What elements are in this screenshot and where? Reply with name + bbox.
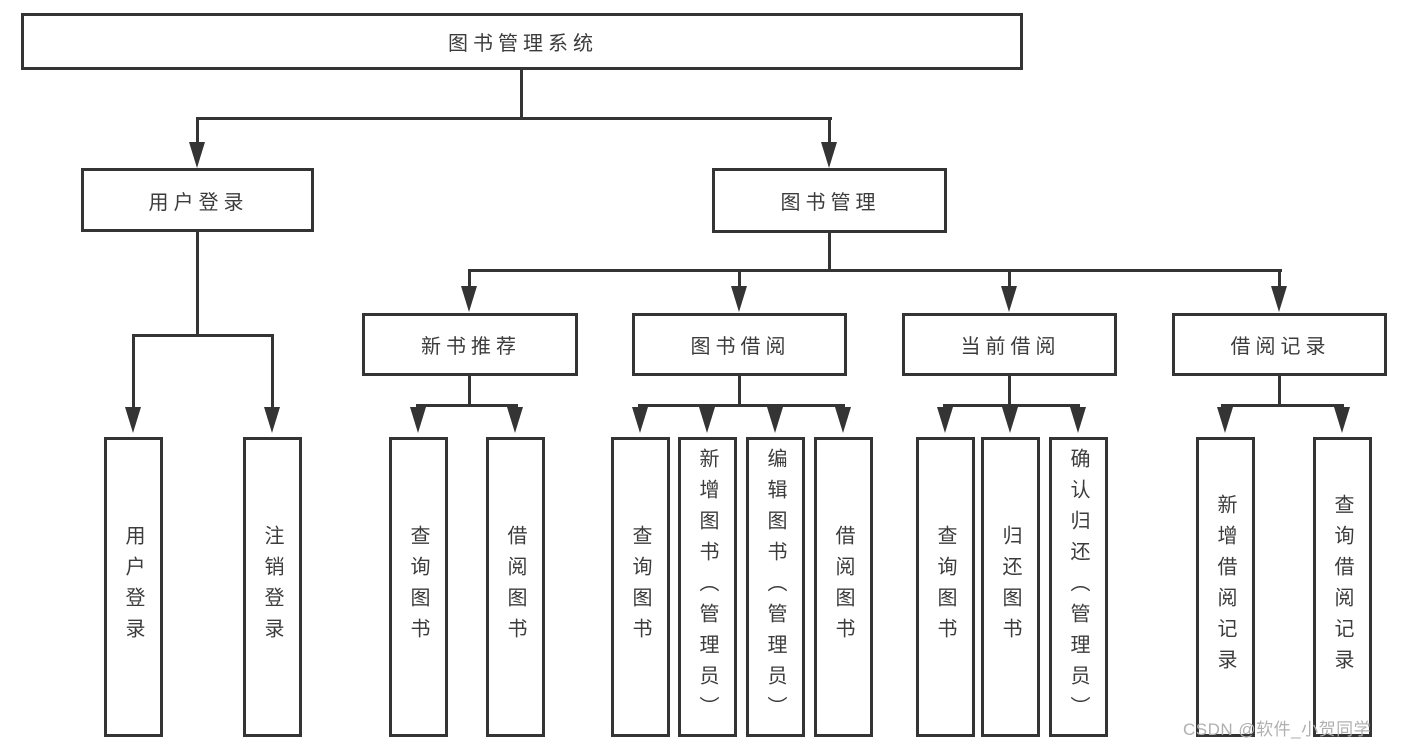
node-borrow-records: 借阅记录 xyxy=(1172,313,1387,376)
connector-root-crossbar xyxy=(196,117,832,120)
connector-borrow-stem xyxy=(738,375,741,406)
node-book-borrow: 图书借阅 xyxy=(632,313,847,376)
arrowhead-down xyxy=(632,407,648,433)
leaf-user-login: 用户登录 xyxy=(104,437,163,737)
arrowhead-down xyxy=(264,407,280,433)
leaf-borrow-edit-book-admin: 编辑图书（管理员） xyxy=(746,437,805,737)
watermark-text: CSDN @软件_小贺同学 xyxy=(1183,720,1372,739)
arrowhead-down xyxy=(937,407,953,433)
leaf-newbook-query-book: 查询图书 xyxy=(389,437,448,737)
node-root-library-system: 图书管理系统 xyxy=(21,13,1023,70)
connector-drop-current-borrow xyxy=(1008,269,1011,289)
connector-login-crossbar xyxy=(132,334,274,337)
arrowhead-down xyxy=(125,407,141,433)
node-new-book-recommend: 新书推荐 xyxy=(362,313,578,376)
connector-newbook-stem xyxy=(468,375,471,406)
leaf-newbook-borrow-book: 借阅图书 xyxy=(486,437,545,737)
arrowhead-down xyxy=(1271,286,1287,312)
leaf-borrow-add-book-admin: 新增图书（管理员） xyxy=(678,437,737,737)
connector-drop-login-leaf xyxy=(132,334,135,409)
connector-login-stem xyxy=(196,231,199,337)
arrowhead-down xyxy=(1217,407,1233,433)
leaf-current-return-book: 归还图书 xyxy=(981,437,1040,737)
connector-borrow-crossbar xyxy=(638,404,845,407)
arrowhead-down xyxy=(1001,286,1017,312)
connector-root-stem xyxy=(520,69,523,120)
arrowhead-down xyxy=(461,286,477,312)
connector-management-stem xyxy=(828,232,831,272)
leaf-records-add-record: 新增借阅记录 xyxy=(1196,437,1255,737)
arrowhead-down xyxy=(731,286,747,312)
arrowhead-down xyxy=(1002,407,1018,433)
leaf-records-query-record: 查询借阅记录 xyxy=(1313,437,1372,737)
leaf-current-confirm-return-admin: 确认归还（管理员） xyxy=(1049,437,1108,737)
node-user-login: 用户登录 xyxy=(81,168,314,232)
connector-records-crossbar xyxy=(1221,404,1344,407)
connector-drop-user-login xyxy=(196,117,199,147)
connector-management-crossbar xyxy=(468,269,1282,272)
leaf-logout: 注销登录 xyxy=(243,437,302,737)
connector-records-stem xyxy=(1278,375,1281,406)
connector-current-crossbar xyxy=(943,404,1080,407)
connector-drop-logout-leaf xyxy=(271,334,274,409)
arrowhead-down xyxy=(410,407,426,433)
connector-newbook-crossbar xyxy=(416,404,518,407)
arrowhead-down xyxy=(507,407,523,433)
leaf-borrow-borrow-book: 借阅图书 xyxy=(814,437,873,737)
connector-drop-new-book xyxy=(468,269,471,289)
arrowhead-down xyxy=(835,407,851,433)
connector-current-stem xyxy=(1008,375,1011,406)
leaf-current-query-book: 查询图书 xyxy=(916,437,975,737)
arrowhead-down xyxy=(1334,407,1350,433)
connector-drop-borrow-records xyxy=(1278,269,1281,289)
connector-drop-book-borrow xyxy=(738,269,741,289)
arrowhead-down xyxy=(767,407,783,433)
arrowhead-down xyxy=(699,407,715,433)
leaf-borrow-query-book: 查询图书 xyxy=(611,437,670,737)
node-current-borrow: 当前借阅 xyxy=(902,313,1117,376)
arrowhead-down xyxy=(1070,407,1086,433)
connector-drop-book-management xyxy=(828,117,831,147)
arrowhead-down xyxy=(189,142,205,168)
arrowhead-down xyxy=(821,142,837,168)
node-book-management: 图书管理 xyxy=(712,168,947,233)
